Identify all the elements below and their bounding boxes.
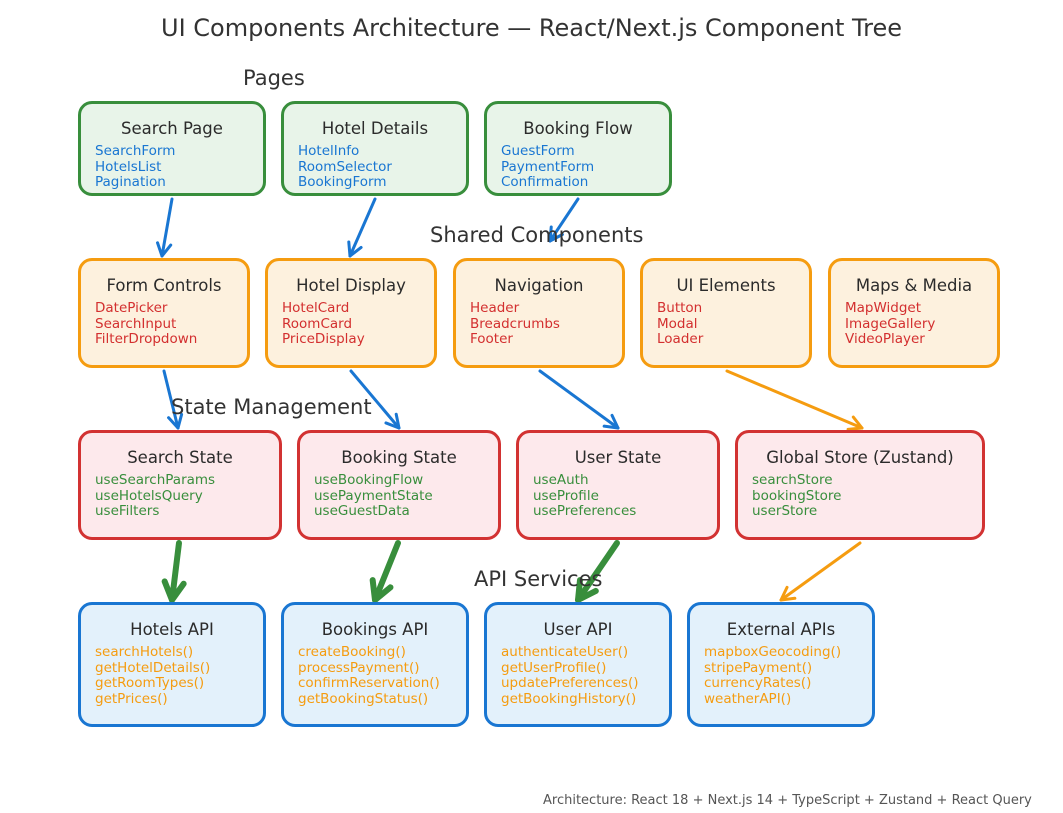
state-box-user: User State useAuth useProfile usePrefere… [516,430,720,540]
box-item: usePaymentState [314,487,433,504]
section-label-api: API Services [474,567,603,591]
box-item: weatherAPI() [704,691,792,708]
box-item: ImageGallery [845,315,936,332]
page-box-hotel-details: Hotel Details HotelInfo RoomSelector Boo… [281,101,469,196]
page-box-search: Search Page SearchForm HotelsList Pagina… [78,101,266,196]
box-item: currencyRates() [704,675,812,692]
arrow-search-state-to-hotels-api [161,540,187,603]
box-item: searchHotels() [95,644,194,660]
box-item: useBookingFlow [314,472,424,488]
api-box-hotels: Hotels API searchHotels() getHotelDetail… [78,602,266,727]
arrow-search-page-to-form-controls [156,197,174,258]
box-item: confirmReservation() [298,675,440,692]
box-item: FilterDropdown [95,331,198,348]
box-item: MapWidget [845,300,922,316]
box-item: BookingForm [298,174,387,191]
box-item: GuestForm [501,143,575,159]
shared-box-ui-elements: UI Elements Button Modal Loader [640,258,812,368]
box-item: createBooking() [298,644,406,660]
box-title: Bookings API [321,620,429,639]
box-item: authenticateUser() [501,644,629,660]
box-title: Form Controls [106,276,222,295]
box-item: userStore [752,503,818,520]
box-item: RoomSelector [298,158,392,175]
box-item: processPayment() [298,659,420,676]
box-title: External APIs [726,620,836,639]
box-item: useHotelsQuery [95,487,203,504]
shared-box-navigation: Navigation Header Breadcrumbs Footer [453,258,625,368]
box-item: Breadcrumbs [470,315,560,332]
box-item: mapboxGeocoding() [704,644,842,660]
box-title: User API [543,620,613,639]
box-item: updatePreferences() [501,675,639,692]
box-item: useSearchParams [95,472,216,488]
arrow-global-store-to-external-apis [779,541,862,602]
page-box-booking-flow: Booking Flow GuestForm PaymentForm Confi… [484,101,672,196]
box-item: Loader [657,331,704,348]
arrow-navigation-to-user-state [538,369,620,430]
box-title: Search State [127,448,233,467]
api-box-external: External APIs mapboxGeocoding() stripePa… [687,602,875,727]
box-title: Navigation [494,276,584,295]
box-item: getHotelDetails() [95,659,211,676]
section-label-shared: Shared Components [430,223,644,247]
state-box-global-store: Global Store (Zustand) searchStore booki… [735,430,985,540]
box-title: User State [574,448,662,467]
box-item: searchStore [752,472,833,488]
box-item: bookingStore [752,487,842,504]
box-item: PaymentForm [501,158,595,175]
arrow-booking-state-to-bookings-api [369,540,401,603]
box-item: getBookingHistory() [501,691,637,708]
box-item: useGuestData [314,503,410,520]
box-item: usePreferences [533,503,637,520]
box-item: DatePicker [95,300,168,316]
shared-box-hotel-display: Hotel Display HotelCard RoomCard PriceDi… [265,258,437,368]
box-title: Hotel Details [321,119,429,138]
box-item: getRoomTypes() [95,675,205,692]
box-item: RoomCard [282,315,353,332]
box-item: getPrices() [95,691,168,708]
section-label-pages: Pages [243,66,305,90]
api-box-user: User API authenticateUser() getUserProfi… [484,602,672,727]
state-box-search: Search State useSearchParams useHotelsQu… [78,430,282,540]
box-title: Hotels API [130,620,214,639]
box-item: getUserProfile() [501,659,607,676]
box-item: Header [470,300,520,316]
box-item: useFilters [95,503,160,520]
state-box-booking: Booking State useBookingFlow usePaymentS… [297,430,501,540]
box-item: useProfile [533,487,599,504]
box-title: Maps & Media [855,276,973,295]
box-item: HotelInfo [298,143,360,159]
arrow-ui-elements-to-global-store [725,369,864,431]
box-item: Modal [657,315,698,332]
box-title: Booking State [341,448,457,467]
footer-note: Architecture: React 18 + Next.js 14 + Ty… [543,793,1032,808]
box-title: Search Page [121,119,223,138]
box-item: VideoPlayer [845,331,925,348]
box-item: Pagination [95,174,166,191]
box-title: Hotel Display [296,276,406,295]
box-item: Confirmation [501,174,589,191]
box-item: Button [657,300,703,316]
box-title: Booking Flow [523,119,633,138]
diagram-title: UI Components Architecture — React/Next.… [161,14,902,42]
box-item: SearchInput [95,315,177,332]
box-item: HotelCard [282,300,350,316]
box-item: PriceDisplay [282,331,365,348]
box-item: Footer [470,331,513,348]
arrow-hotel-details-to-hotel-display [347,197,377,258]
box-item: HotelsList [95,158,162,175]
section-label-state: State Management [171,395,372,419]
api-box-bookings: Bookings API createBooking() processPaym… [281,602,469,727]
box-title: Global Store (Zustand) [766,448,954,467]
shared-box-maps-media: Maps & Media MapWidget ImageGallery Vide… [828,258,1000,368]
box-item: stripePayment() [704,659,813,676]
box-item: SearchForm [95,143,176,159]
box-item: useAuth [533,472,589,488]
shared-box-form-controls: Form Controls DatePicker SearchInput Fil… [78,258,250,368]
box-item: getBookingStatus() [298,691,429,708]
box-title: UI Elements [676,276,776,295]
